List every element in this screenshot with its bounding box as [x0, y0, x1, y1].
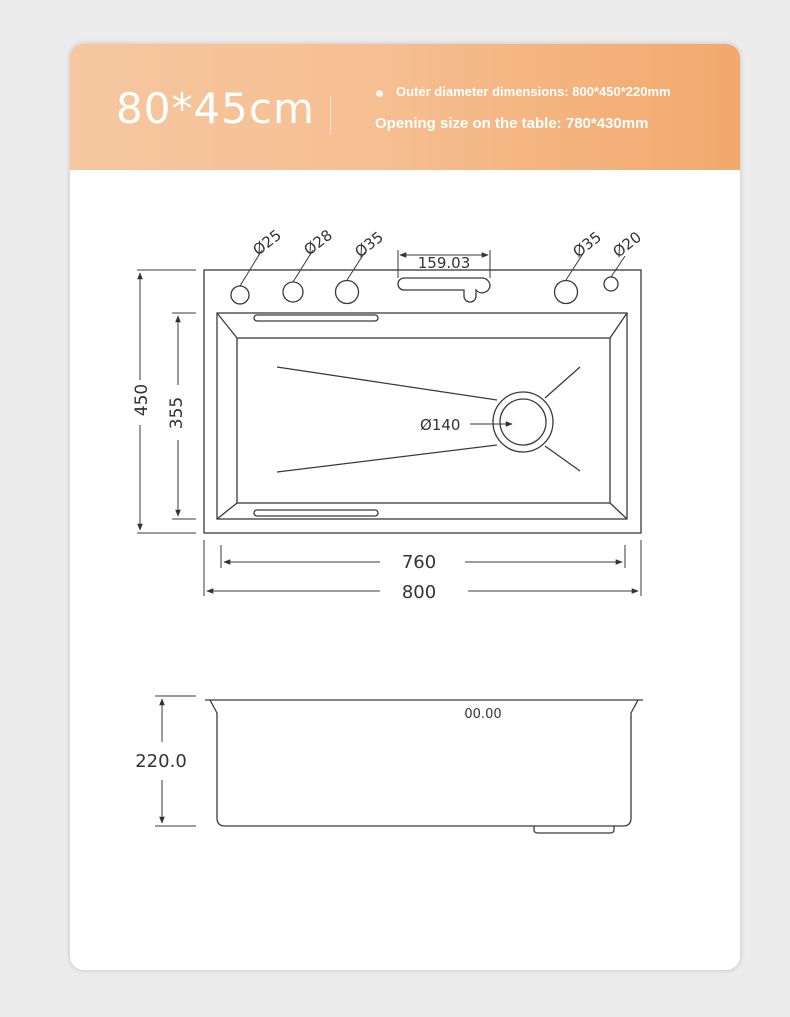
- hole-label-28: Ø28: [300, 226, 335, 259]
- side-view: [205, 699, 643, 834]
- outer-width-label: 800: [402, 582, 436, 603]
- size-title: 80*45cm: [116, 84, 315, 133]
- bevel-line: [216, 312, 238, 339]
- hole-label-25: Ø25: [249, 226, 284, 259]
- slope-line: [276, 444, 498, 473]
- outer-dimensions-text: Outer diameter dimensions: 800*450*220mm: [396, 84, 671, 99]
- opening-size-text: Opening size on the table: 780*430mm: [375, 115, 649, 132]
- slot-width-label: 159.03: [418, 254, 471, 272]
- bevel-line: [609, 312, 628, 339]
- drain-outer: [492, 391, 554, 453]
- hole-label-35: Ø35: [351, 228, 386, 261]
- slope-line: [544, 366, 581, 399]
- bevel-line: [609, 502, 628, 520]
- header-divider: [330, 96, 331, 134]
- slope-line: [544, 445, 581, 472]
- side-rim-label: 00.00: [464, 707, 501, 722]
- drain-label: Ø140: [420, 416, 460, 434]
- side-bowl-outline: [209, 699, 639, 827]
- bullet-dot-icon: [376, 90, 383, 97]
- cutting-board-slot: [397, 277, 491, 303]
- side-drain-stub: [533, 826, 615, 834]
- bottom-ledge-rail: [253, 509, 379, 517]
- sink-outer-rim: [203, 269, 642, 534]
- header-banner: 80*45cm Outer diameter dimensions: 800*4…: [70, 44, 740, 170]
- inner-width-label: 760: [402, 552, 436, 573]
- outer-height-label: 450: [132, 384, 152, 416]
- hole-35: [334, 279, 360, 305]
- top-view: [203, 269, 642, 534]
- hole-label-35-right: Ø35: [569, 228, 604, 261]
- depth-label: 220.0: [135, 751, 187, 772]
- hole-label-20: Ø20: [609, 228, 644, 261]
- spec-card: 80*45cm Outer diameter dimensions: 800*4…: [70, 44, 740, 970]
- bowl-bottom: [236, 337, 611, 504]
- hole-20: [603, 276, 619, 292]
- bowl-outer-edge: [216, 312, 628, 520]
- hole-28: [282, 281, 304, 303]
- hole-25: [230, 285, 250, 305]
- top-ledge-rail: [253, 314, 379, 322]
- bevel-line: [216, 502, 238, 520]
- inner-height-label: 355: [167, 397, 187, 429]
- drain-inner: [499, 398, 547, 446]
- hole-35-right: [553, 279, 579, 305]
- slope-line: [276, 366, 498, 401]
